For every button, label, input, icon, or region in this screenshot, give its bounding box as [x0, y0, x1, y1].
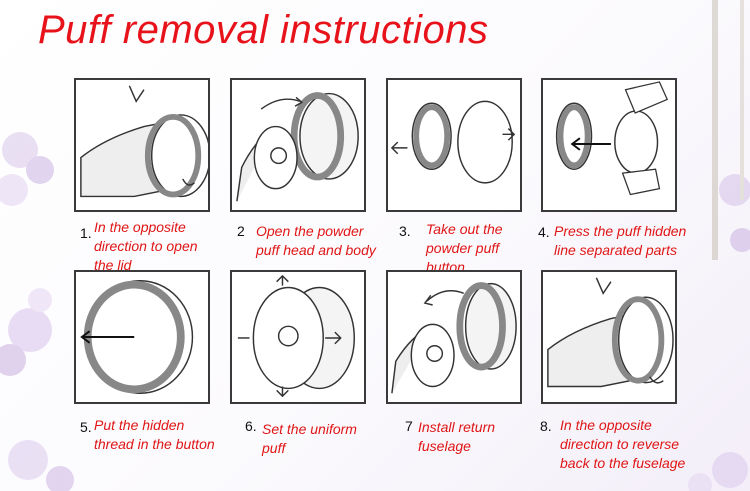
step-6-illustration: [230, 270, 366, 404]
page-title: Puff removal instructions: [38, 8, 489, 52]
step-2-number: 2: [237, 223, 245, 239]
step-5-illustration: [74, 270, 210, 404]
step-8-illustration: [541, 270, 677, 404]
step-4-illustration: [541, 78, 677, 212]
step-1-caption: In the opposite direction to open the li…: [94, 219, 198, 273]
step-5-caption: Put the hidden thread in the button: [94, 417, 215, 452]
step-3-illustration: [386, 78, 522, 212]
step-6-caption: Set the uniform puff: [262, 421, 357, 456]
step-1-number: 1.: [80, 225, 92, 241]
step-7-number: 7: [405, 418, 413, 434]
step-4-caption: Press the puff hidden line separated par…: [554, 223, 687, 258]
step-4-number: 4.: [538, 224, 550, 240]
step-7-illustration: [386, 270, 522, 404]
step-3-number: 3.: [399, 223, 411, 239]
step-6-number: 6.: [245, 418, 257, 434]
step-8-number: 8.: [540, 418, 552, 434]
step-2-illustration: [230, 78, 366, 212]
step-5-number: 5.: [80, 419, 92, 435]
step-1-illustration: [74, 78, 210, 212]
step-7-caption: Install return fuselage: [418, 419, 496, 454]
step-3-caption: Take out the powder puff button: [426, 221, 503, 275]
step-2-caption: Open the powder puff head and body: [256, 223, 376, 258]
step-8-caption: In the opposite direction to reverse bac…: [560, 417, 686, 471]
